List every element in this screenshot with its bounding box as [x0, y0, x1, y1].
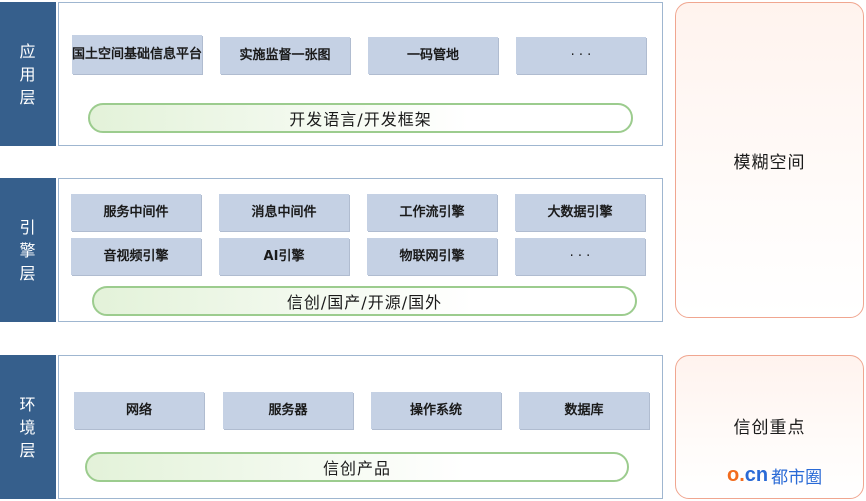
env-box: 操作系统 — [371, 392, 501, 429]
engine-box: 工作流引擎 — [367, 194, 497, 231]
env-box: 数据库 — [519, 392, 649, 429]
logo-mark-o: o. — [727, 463, 745, 486]
engine-layer-panel: 服务中间件 消息中间件 工作流引擎 大数据引擎 音视频引擎 AI引擎 物联网引擎… — [58, 178, 663, 322]
engine-box: · · · — [515, 238, 645, 275]
layer-label-char: 层 — [19, 440, 37, 460]
watermark-logo: o.cn 都市圈 — [727, 462, 822, 488]
layer-label-char: 境 — [19, 417, 37, 437]
fuzzy-space-box: 模糊空间 — [675, 2, 864, 318]
engine-box: 消息中间件 — [219, 194, 349, 231]
layer-label-app: 应 用 层 — [0, 2, 56, 146]
fuzzy-space-label: 模糊空间 — [733, 152, 806, 173]
layer-label-char: 擎 — [19, 240, 37, 260]
engine-pill: 信创/国产/开源/国外 — [92, 286, 637, 316]
layer-label-char: 应 — [19, 41, 37, 61]
env-box: 服务器 — [223, 392, 353, 429]
app-box: · · · — [516, 37, 646, 74]
app-box: 国土空间基础信息平台 — [72, 35, 202, 74]
env-box: 网络 — [74, 392, 204, 429]
layer-label-env: 环 境 层 — [0, 355, 56, 499]
layer-label-char: 用 — [19, 64, 37, 84]
layer-label-char: 层 — [19, 263, 37, 283]
engine-box: 音视频引擎 — [71, 238, 201, 275]
logo-mark: o.cn — [727, 464, 768, 487]
layer-label-char: 层 — [19, 87, 37, 107]
engine-box: AI引擎 — [219, 238, 349, 275]
env-layer-panel: 网络 服务器 操作系统 数据库 信创产品 — [58, 355, 663, 499]
layer-label-char: 环 — [19, 394, 37, 414]
xinchuang-focus-label: 信创重点 — [733, 417, 806, 438]
engine-box: 大数据引擎 — [515, 194, 645, 231]
layer-label-char: 引 — [19, 217, 37, 237]
engine-box: 物联网引擎 — [367, 238, 497, 275]
logo-text: 都市圈 — [771, 467, 823, 488]
layer-label-engine: 引 擎 层 — [0, 178, 56, 322]
app-pill: 开发语言/开发框架 — [88, 103, 633, 133]
env-pill: 信创产品 — [85, 452, 629, 482]
engine-box: 服务中间件 — [71, 194, 201, 231]
app-box: 实施监督一张图 — [220, 37, 350, 74]
xinchuang-focus-box: 信创重点 — [675, 355, 864, 499]
app-layer-panel: 国土空间基础信息平台 实施监督一张图 一码管地 · · · 开发语言/开发框架 — [58, 2, 663, 146]
app-box: 一码管地 — [368, 37, 498, 74]
logo-mark-cn: cn — [744, 463, 769, 486]
